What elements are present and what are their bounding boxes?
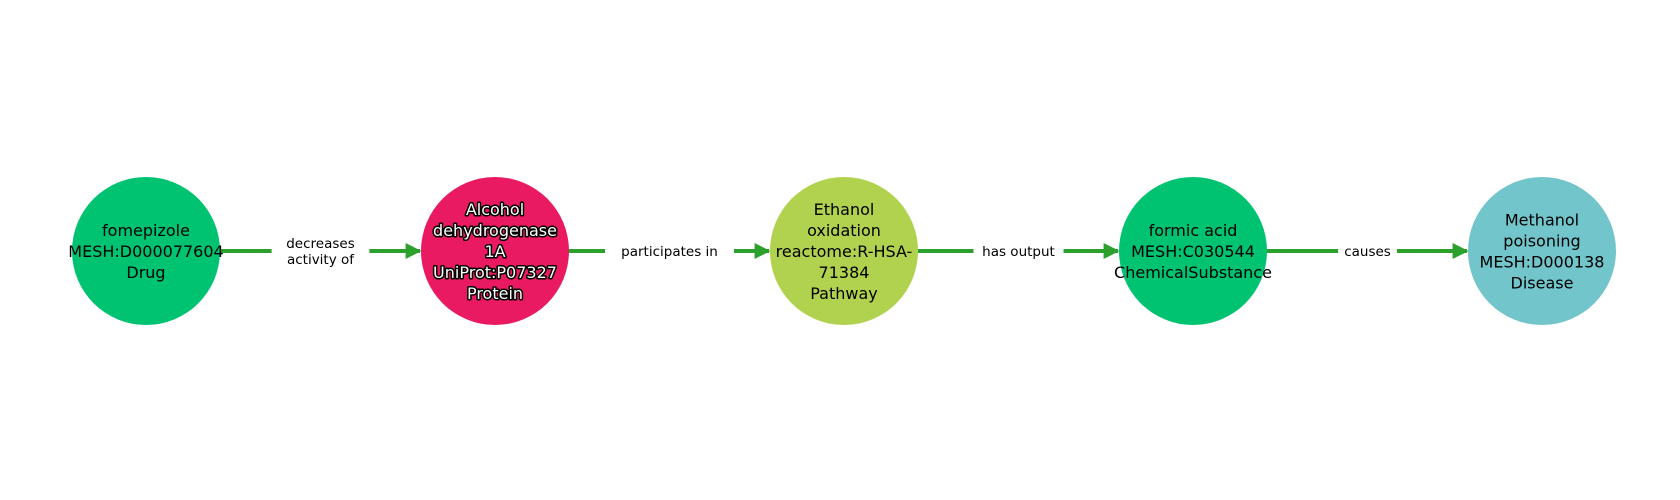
node-label-line: 71384 <box>819 263 870 282</box>
edge-label-2: participates in <box>605 241 734 261</box>
node-label-line: MESH:C030544 <box>1131 242 1255 261</box>
node-label-line: dehydrogenase <box>433 221 557 240</box>
node-label-line: fomepizole <box>102 221 190 240</box>
edge-label-text: causes <box>1344 244 1391 260</box>
node-circle[interactable] <box>72 177 220 325</box>
edge-label-background <box>605 241 734 261</box>
edge-label-background <box>973 241 1064 261</box>
node-label-line: UniProt:P07327 <box>433 263 557 282</box>
node-label-line: Ethanol <box>814 200 875 219</box>
node-label-line: Disease <box>1511 274 1574 293</box>
node-label-line: Alcohol <box>466 200 524 219</box>
node-label-line: Methanol <box>1505 211 1579 230</box>
node-label-line: Drug <box>126 263 165 282</box>
node-label-line: formic acid <box>1149 221 1238 240</box>
node-pathway[interactable]: Ethanol oxidation reactome:R-HSA- 71384Path… <box>770 177 918 325</box>
node-label-line: oxidation <box>807 221 881 240</box>
node-label-line: Pathway <box>810 284 878 303</box>
edge-label-4: causes <box>1338 241 1397 261</box>
node-label-line: MESH:D000077604 <box>68 242 223 261</box>
node-label-line: ChemicalSubstance <box>1114 263 1272 282</box>
edge-label-3: has output <box>973 241 1064 261</box>
edge-label-text: has output <box>982 244 1055 260</box>
edge-label-background <box>271 233 370 269</box>
node-label-line: reactome:R-HSA- <box>776 242 913 261</box>
node-circle[interactable] <box>1468 177 1616 325</box>
node-label-line: 1A <box>484 242 505 261</box>
edge-label-text: decreases <box>286 236 355 252</box>
edge-label-background <box>1338 241 1397 261</box>
node-label-line: poisoning <box>1503 232 1580 251</box>
node-label-line: MESH:D000138 <box>1480 253 1605 272</box>
node-circle[interactable] <box>421 177 569 325</box>
node-label-line: Protein <box>467 284 523 303</box>
node-circle[interactable] <box>1119 177 1267 325</box>
edge-label-text: activity of <box>287 252 355 268</box>
node-protein[interactable]: Alcohol dehydrogenase 1A UniProt:P07327Prot… <box>421 177 569 325</box>
edge-label-text: participates in <box>621 244 718 260</box>
node-circle[interactable] <box>770 177 918 325</box>
